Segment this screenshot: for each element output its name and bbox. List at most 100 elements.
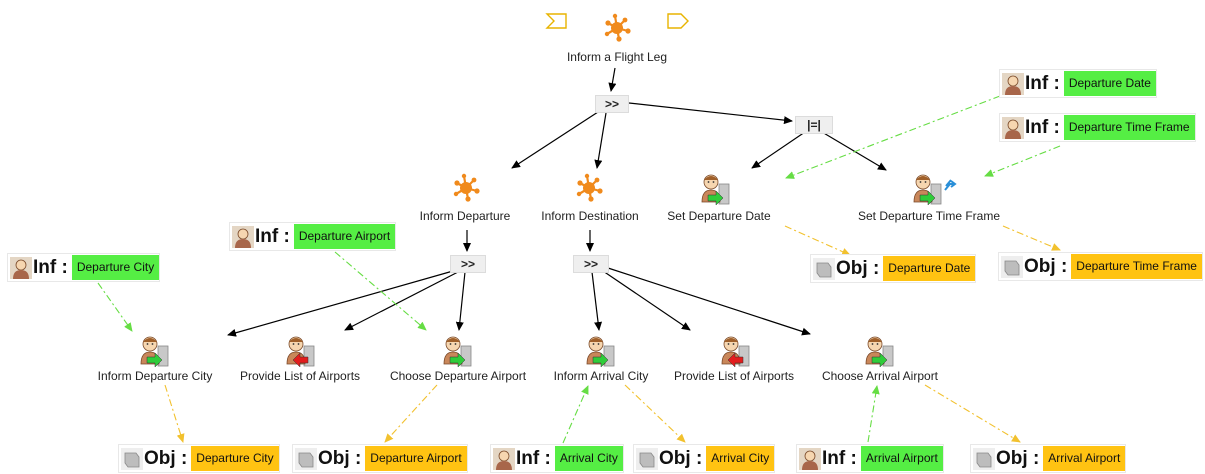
edge-dep-seq-to-provide-list: [344, 271, 459, 331]
person-avatar-icon: [232, 225, 254, 248]
obj-departure-date[interactable]: Obj : Departure Date: [810, 254, 977, 283]
obj-departure-city[interactable]: Obj : Departure City: [118, 444, 280, 473]
obj-value: Departure Airport: [365, 446, 467, 471]
inf-kind-label: Inf :: [822, 447, 857, 469]
task-inform-departure[interactable]: Inform Departure: [410, 207, 520, 223]
operator-destination-sequence[interactable]: >>: [573, 255, 609, 273]
edge-dest-seq-to-choose-arrival: [607, 267, 811, 336]
task-label: Inform Destination: [541, 209, 639, 223]
edge-dep-seq-to-inform-city: [227, 270, 454, 337]
inf-edge-departure-date: [785, 95, 1001, 179]
person-avatar-icon: [1002, 72, 1024, 95]
task-provide-list-of-airports-2[interactable]: Provide List of Airports: [664, 367, 804, 383]
inf-value: Departure Airport: [293, 224, 396, 249]
obj-value: Arrival Airport: [1043, 446, 1126, 471]
object-icon: [295, 447, 317, 470]
obj-edge-departure-time-frame: [1002, 225, 1061, 251]
inf-departure-time-frame[interactable]: Inf : Departure Time Frame: [999, 113, 1196, 142]
person-avatar-icon: [493, 447, 515, 470]
task-label: Set Departure Time Frame: [857, 209, 1001, 223]
obj-value: Departure Date: [883, 256, 976, 281]
obj-arrival-airport[interactable]: Obj : Arrival Airport: [970, 444, 1127, 473]
obj-kind-label: Obj :: [659, 447, 703, 469]
root-task-inform-flight-leg[interactable]: Inform a Flight Leg: [557, 48, 677, 64]
inf-edge-departure-airport: [334, 251, 427, 331]
inf-kind-label: Inf :: [1025, 72, 1060, 94]
obj-kind-label: Obj :: [318, 447, 362, 469]
splat-task-icon: [603, 12, 632, 43]
inf-edge-arrival-airport: [867, 385, 880, 443]
inf-value: Departure City: [71, 255, 160, 280]
task-label: Inform Arrival City: [553, 369, 649, 383]
task-choose-departure-airport[interactable]: Choose Departure Airport: [380, 367, 536, 383]
object-icon: [973, 447, 995, 470]
operator-date-interleave[interactable]: |=|: [795, 116, 833, 134]
obj-departure-time-frame[interactable]: Obj : Departure Time Frame: [998, 252, 1203, 281]
inf-departure-airport[interactable]: Inf : Departure Airport: [229, 222, 397, 251]
time-frame-arrow-icon: [944, 179, 957, 191]
task-label: Choose Departure Airport: [389, 369, 527, 383]
edge-seq-to-interleave: [628, 102, 793, 125]
task-label: Set Departure Date: [667, 209, 771, 223]
obj-kind-label: Obj :: [996, 447, 1040, 469]
inf-arrival-city[interactable]: Inf : Arrival City: [490, 444, 624, 473]
task-label: Provide List of Airports: [673, 369, 795, 383]
start-marker-icon: [545, 13, 567, 29]
obj-departure-airport[interactable]: Obj : Departure Airport: [292, 444, 468, 473]
obj-kind-label: Obj :: [144, 447, 188, 469]
inf-edge-arrival-city: [562, 385, 589, 444]
inf-kind-label: Inf :: [33, 256, 68, 278]
obj-value: Arrival City: [706, 446, 775, 471]
obj-edge-arrival-airport: [924, 384, 1021, 443]
task-label: Choose Arrival Airport: [821, 369, 939, 383]
task-set-departure-time-frame[interactable]: Set Departure Time Frame: [848, 207, 1010, 223]
edge-seq-to-inform-destination: [594, 112, 607, 169]
input-arrow-icon: [707, 190, 724, 206]
task-label: Inform Departure: [419, 209, 511, 223]
task-label: Provide List of Airports: [239, 369, 361, 383]
input-arrow-icon: [449, 352, 466, 368]
edge-dep-seq-to-choose-airport: [455, 271, 466, 331]
object-icon: [1001, 255, 1023, 278]
task-choose-arrival-airport[interactable]: Choose Arrival Airport: [810, 367, 950, 383]
inf-value: Departure Time Frame: [1063, 115, 1195, 140]
obj-value: Departure Time Frame: [1071, 254, 1202, 279]
input-arrow-icon: [592, 352, 609, 368]
output-arrow-icon: [727, 352, 744, 368]
edge-interleave-to-set-time-frame: [821, 131, 887, 171]
root-task-label: Inform a Flight Leg: [566, 50, 668, 64]
inf-edge-departure-time-frame: [984, 145, 1061, 177]
inf-value: Arrival City: [554, 446, 623, 471]
obj-arrival-city[interactable]: Obj : Arrival City: [633, 444, 776, 473]
inf-kind-label: Inf :: [1025, 116, 1060, 138]
edge-dest-seq-to-inform-arrival-city: [591, 271, 603, 331]
task-inform-arrival-city[interactable]: Inform Arrival City: [545, 367, 657, 383]
task-provide-list-of-airports-1[interactable]: Provide List of Airports: [230, 367, 370, 383]
inf-departure-date[interactable]: Inf : Departure Date: [999, 69, 1157, 98]
input-arrow-icon: [871, 352, 888, 368]
obj-edge-arrival-city: [624, 384, 686, 443]
input-arrow-icon: [146, 352, 163, 368]
inf-kind-label: Inf :: [516, 447, 551, 469]
obj-edge-departure-date: [784, 225, 851, 256]
output-arrow-icon: [292, 352, 309, 368]
inf-departure-city[interactable]: Inf : Departure City: [7, 253, 161, 282]
task-inform-destination[interactable]: Inform Destination: [533, 207, 647, 223]
operator-root-sequence[interactable]: >>: [595, 95, 629, 113]
edge-seq-to-inform-departure: [511, 111, 599, 169]
obj-kind-label: Obj :: [1024, 255, 1068, 277]
splat-task-icon: [452, 172, 481, 203]
inf-kind-label: Inf :: [255, 225, 290, 247]
inf-value: Departure Date: [1063, 71, 1156, 96]
edge-interleave-to-set-date: [751, 131, 806, 169]
person-avatar-icon: [1002, 116, 1024, 139]
edge-dest-seq-to-provide-list: [602, 270, 691, 331]
end-marker-icon: [667, 13, 689, 29]
inf-arrival-airport[interactable]: Inf : Arrival Airport: [796, 444, 944, 473]
task-label: Inform Departure City: [97, 369, 213, 383]
task-inform-departure-city[interactable]: Inform Departure City: [85, 367, 225, 383]
person-avatar-icon: [10, 256, 32, 279]
task-set-departure-date[interactable]: Set Departure Date: [655, 207, 783, 223]
operator-departure-sequence[interactable]: >>: [450, 255, 486, 273]
